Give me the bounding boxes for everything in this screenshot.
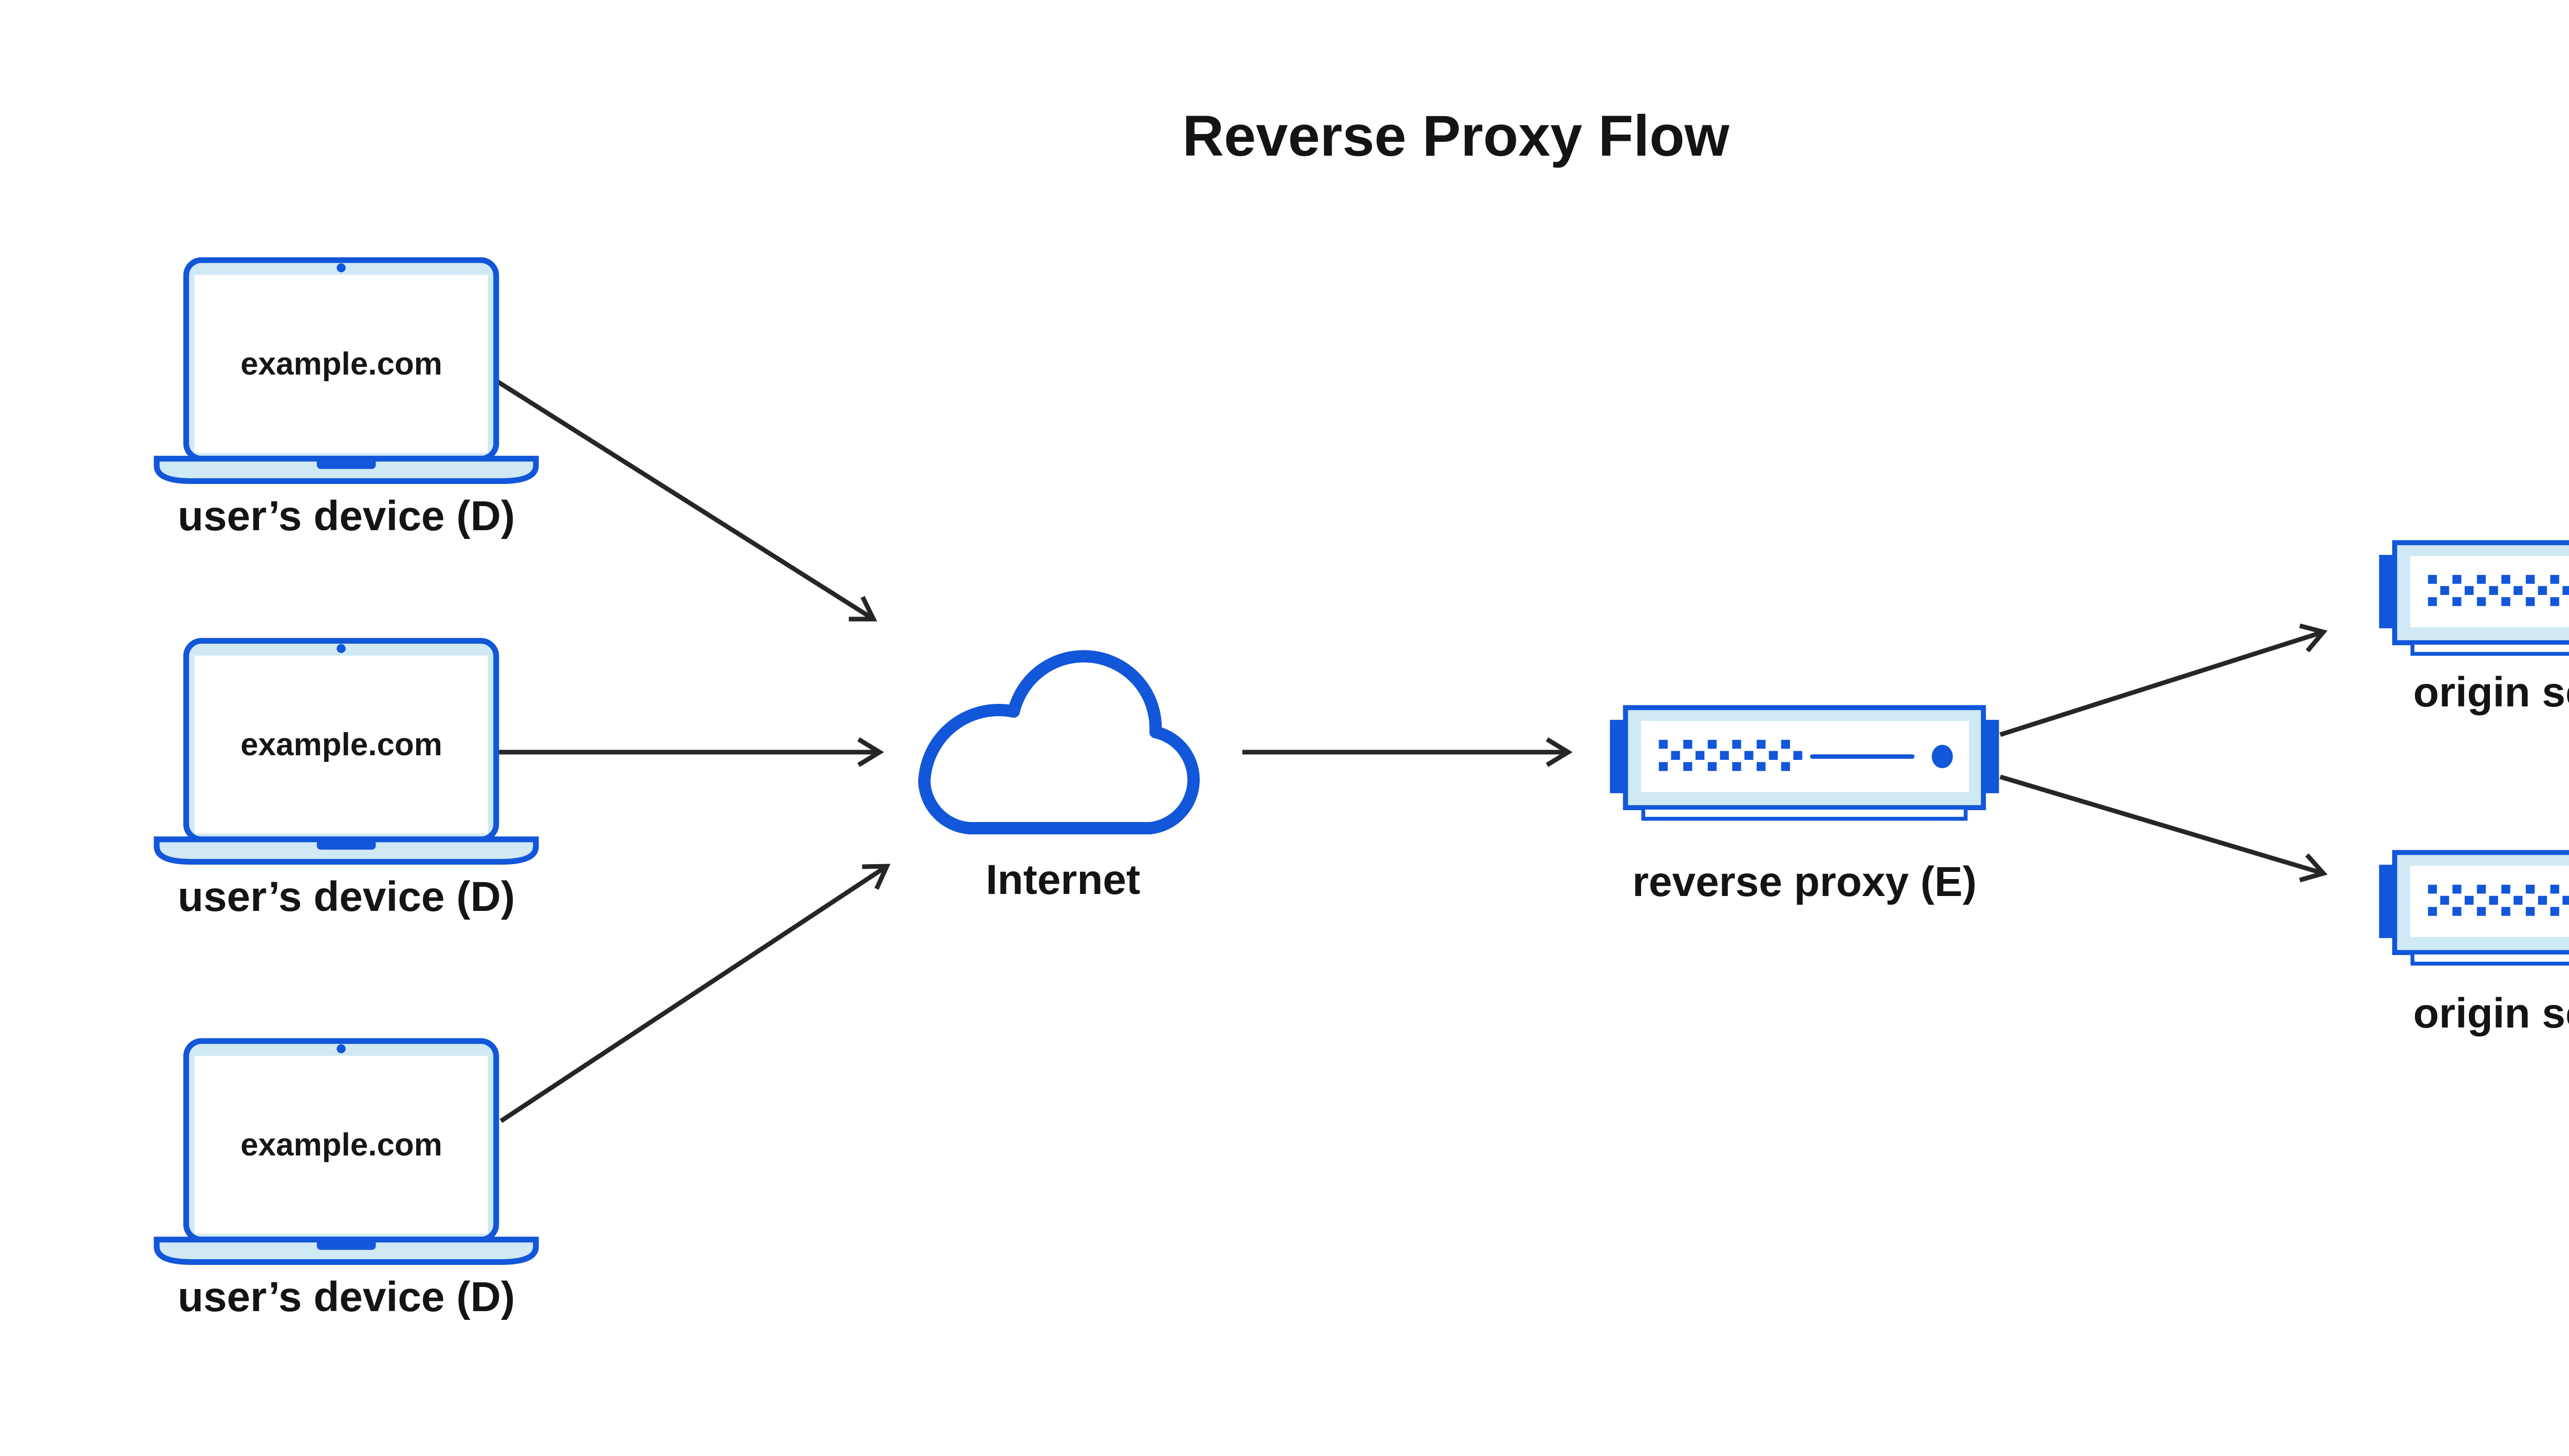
origin-server-label: origin server (F) — [2413, 669, 2569, 716]
reverse-proxy-label: reverse proxy (E) — [1632, 858, 1977, 905]
server-base — [2410, 641, 2569, 656]
server-side-tab — [1610, 720, 1626, 793]
laptop-notch — [317, 1239, 376, 1250]
laptop-base — [154, 1237, 539, 1265]
origin-server-label: origin server (F) — [2413, 990, 2569, 1037]
server-base — [2410, 950, 2569, 966]
internet-cloud-icon — [918, 650, 1200, 834]
server-side-tab — [1983, 720, 1999, 793]
arrow-proxy-to-origin1 — [1999, 623, 2328, 737]
laptop-icon — [154, 638, 539, 865]
user-device-3: example.com user’s device (D) — [154, 1038, 539, 1320]
camera-dot-icon — [337, 644, 346, 654]
server-vent-pattern — [2428, 885, 2569, 916]
server-side-tab — [2379, 865, 2395, 938]
laptop-base — [154, 456, 539, 484]
camera-dot-icon — [337, 1044, 346, 1054]
server-side-tab — [2379, 555, 2395, 628]
laptop-icon — [154, 1038, 539, 1265]
server-vent-pattern — [1659, 740, 1802, 771]
server-base — [1641, 806, 1968, 821]
laptop-screen — [194, 656, 488, 834]
device-screen-url: example.com — [240, 346, 442, 382]
internet-label: Internet — [985, 856, 1141, 903]
arrow-proxy-to-origin2 — [1999, 774, 2328, 883]
laptop-icon — [154, 257, 539, 484]
server-icon — [1610, 705, 1999, 821]
diagram-title: Reverse Proxy Flow — [1182, 104, 1729, 168]
internet-node: Internet — [918, 650, 1207, 903]
server-slot-line — [1810, 754, 1915, 759]
laptop-screen — [194, 275, 488, 453]
arrow-internet-to-proxy — [1242, 737, 1573, 767]
reverse-proxy-node: reverse proxy (E) — [1610, 705, 1999, 905]
arrow-device3-to-internet — [499, 864, 891, 1123]
device-label: user’s device (D) — [177, 1274, 515, 1320]
arrow-device2-to-internet — [495, 737, 884, 767]
origin-server-2: origin server (F) — [2379, 850, 2569, 1037]
laptop-notch — [317, 458, 376, 469]
camera-dot-icon — [337, 263, 346, 273]
arrow-device1-to-internet — [494, 378, 878, 622]
laptop-screen — [194, 1056, 488, 1234]
server-icon — [2379, 850, 2569, 966]
device-label: user’s device (D) — [177, 873, 515, 920]
origin-server-1: origin server (F) — [2379, 540, 2569, 716]
laptop-notch — [317, 839, 376, 850]
server-vent-pattern — [2428, 575, 2569, 606]
server-panel — [1641, 721, 1969, 792]
user-device-2: example.com user’s device (D) — [154, 638, 539, 920]
device-screen-url: example.com — [240, 726, 442, 762]
device-label: user’s device (D) — [177, 493, 515, 539]
server-power-dot — [1931, 744, 1953, 769]
device-screen-url: example.com — [240, 1127, 442, 1163]
user-device-1: example.com user’s device (D) — [154, 257, 539, 539]
laptop-base — [154, 836, 539, 865]
server-icon — [2379, 540, 2569, 656]
